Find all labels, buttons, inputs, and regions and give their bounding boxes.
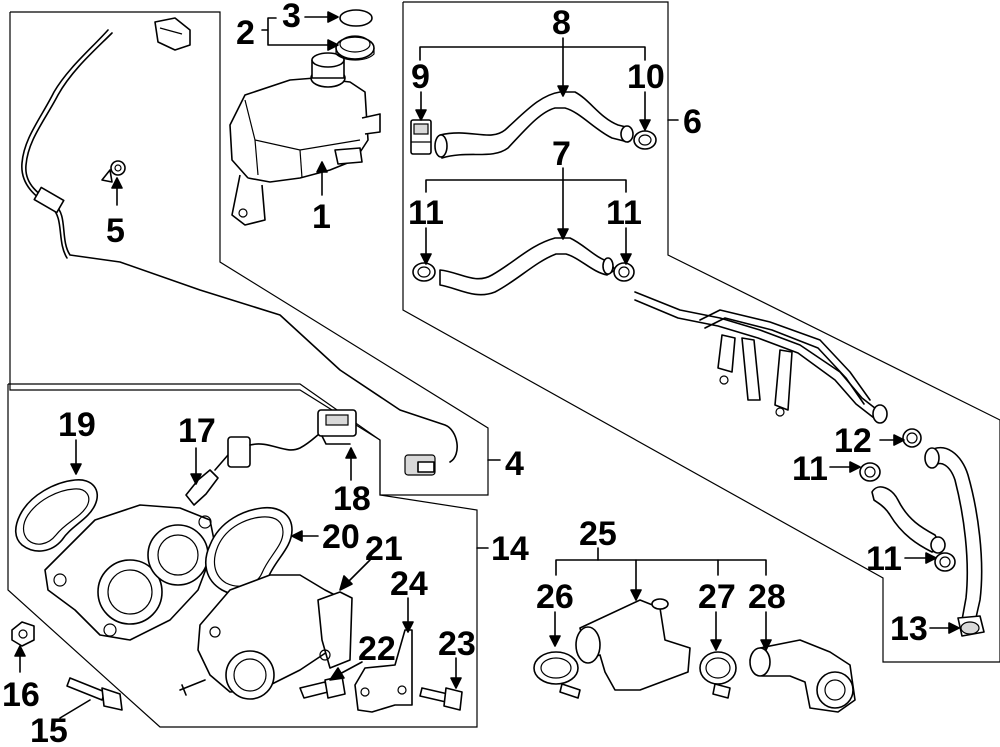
clamp-part-10 [633, 130, 657, 150]
clamp-part-11-low [934, 552, 956, 572]
lower-hose-part-7 [439, 237, 616, 296]
elbow-part-28 [749, 639, 856, 713]
sensor-part-9 [410, 119, 432, 155]
callout-11a: 11 [408, 194, 444, 232]
callout-26: 26 [536, 578, 574, 616]
callout-17: 17 [178, 412, 216, 450]
reservoir-cap [335, 35, 375, 61]
callout-28: 28 [748, 578, 786, 616]
hose-clip-top [154, 17, 191, 51]
group-14-outline [7, 383, 478, 728]
callout-21: 21 [365, 530, 403, 568]
coolant-reservoir [229, 52, 381, 226]
callout-27: 27 [698, 578, 736, 616]
callout-7: 7 [552, 135, 571, 173]
clamp-part-11-right [613, 262, 635, 282]
callout-22: 22 [358, 630, 396, 668]
callout-14: 14 [491, 530, 529, 568]
gasket-part-19 [14, 479, 99, 552]
callout-10: 10 [627, 58, 665, 96]
coolant-pipe-assembly [634, 291, 888, 424]
callout-4: 4 [505, 445, 524, 483]
callout-24: 24 [390, 565, 428, 603]
callout-11b: 11 [606, 194, 642, 232]
hose-part-25 [575, 598, 691, 691]
thermostat-housing [44, 504, 216, 641]
callout-11c: 11 [792, 450, 828, 488]
callout-5: 5 [106, 212, 125, 250]
hose-connector-part-13 [957, 615, 985, 637]
bolt-part-23 [419, 687, 463, 711]
nut-part-16 [11, 621, 35, 647]
callout-12: 12 [834, 422, 872, 460]
callout-9: 9 [411, 58, 430, 96]
cap-o-ring [339, 9, 373, 27]
clamp-part-12 [902, 428, 922, 448]
stud-bolt-part-15 [66, 677, 123, 711]
callout-16: 16 [2, 676, 40, 714]
callout-2: 2 [236, 14, 255, 52]
callout-19: 19 [58, 406, 96, 444]
callout-23: 23 [438, 625, 476, 663]
callout-18: 18 [333, 480, 371, 518]
gasket-part-20 [204, 506, 293, 596]
callout-13: 13 [890, 610, 928, 648]
bypass-hose [871, 486, 946, 554]
leader-lines [14, 11, 960, 719]
clamp-part-26 [533, 651, 581, 699]
group-4-outline [9, 11, 489, 496]
callout-8: 8 [552, 4, 571, 42]
callout-1: 1 [312, 198, 331, 236]
callout-6: 6 [683, 103, 702, 141]
callout-20: 20 [322, 518, 360, 556]
clamp-part-11-mid [859, 462, 881, 482]
callout-15: 15 [30, 712, 68, 747]
group-6-outline [402, 1, 1000, 663]
clip-part-5 [101, 160, 126, 183]
thermostat-outlet-part-21 [179, 574, 353, 700]
callout-25: 25 [579, 515, 617, 553]
connector-part-18 [317, 409, 357, 445]
bracket-part-24 [354, 629, 413, 713]
clamp-part-27 [699, 651, 737, 699]
temp-sensor-part-17 [185, 427, 331, 506]
overflow-hose [21, 29, 458, 476]
upper-hose-part-8 [434, 91, 634, 159]
callout-3: 3 [282, 0, 301, 35]
callout-11d: 11 [866, 540, 902, 578]
clamp-part-11-left [412, 262, 436, 282]
